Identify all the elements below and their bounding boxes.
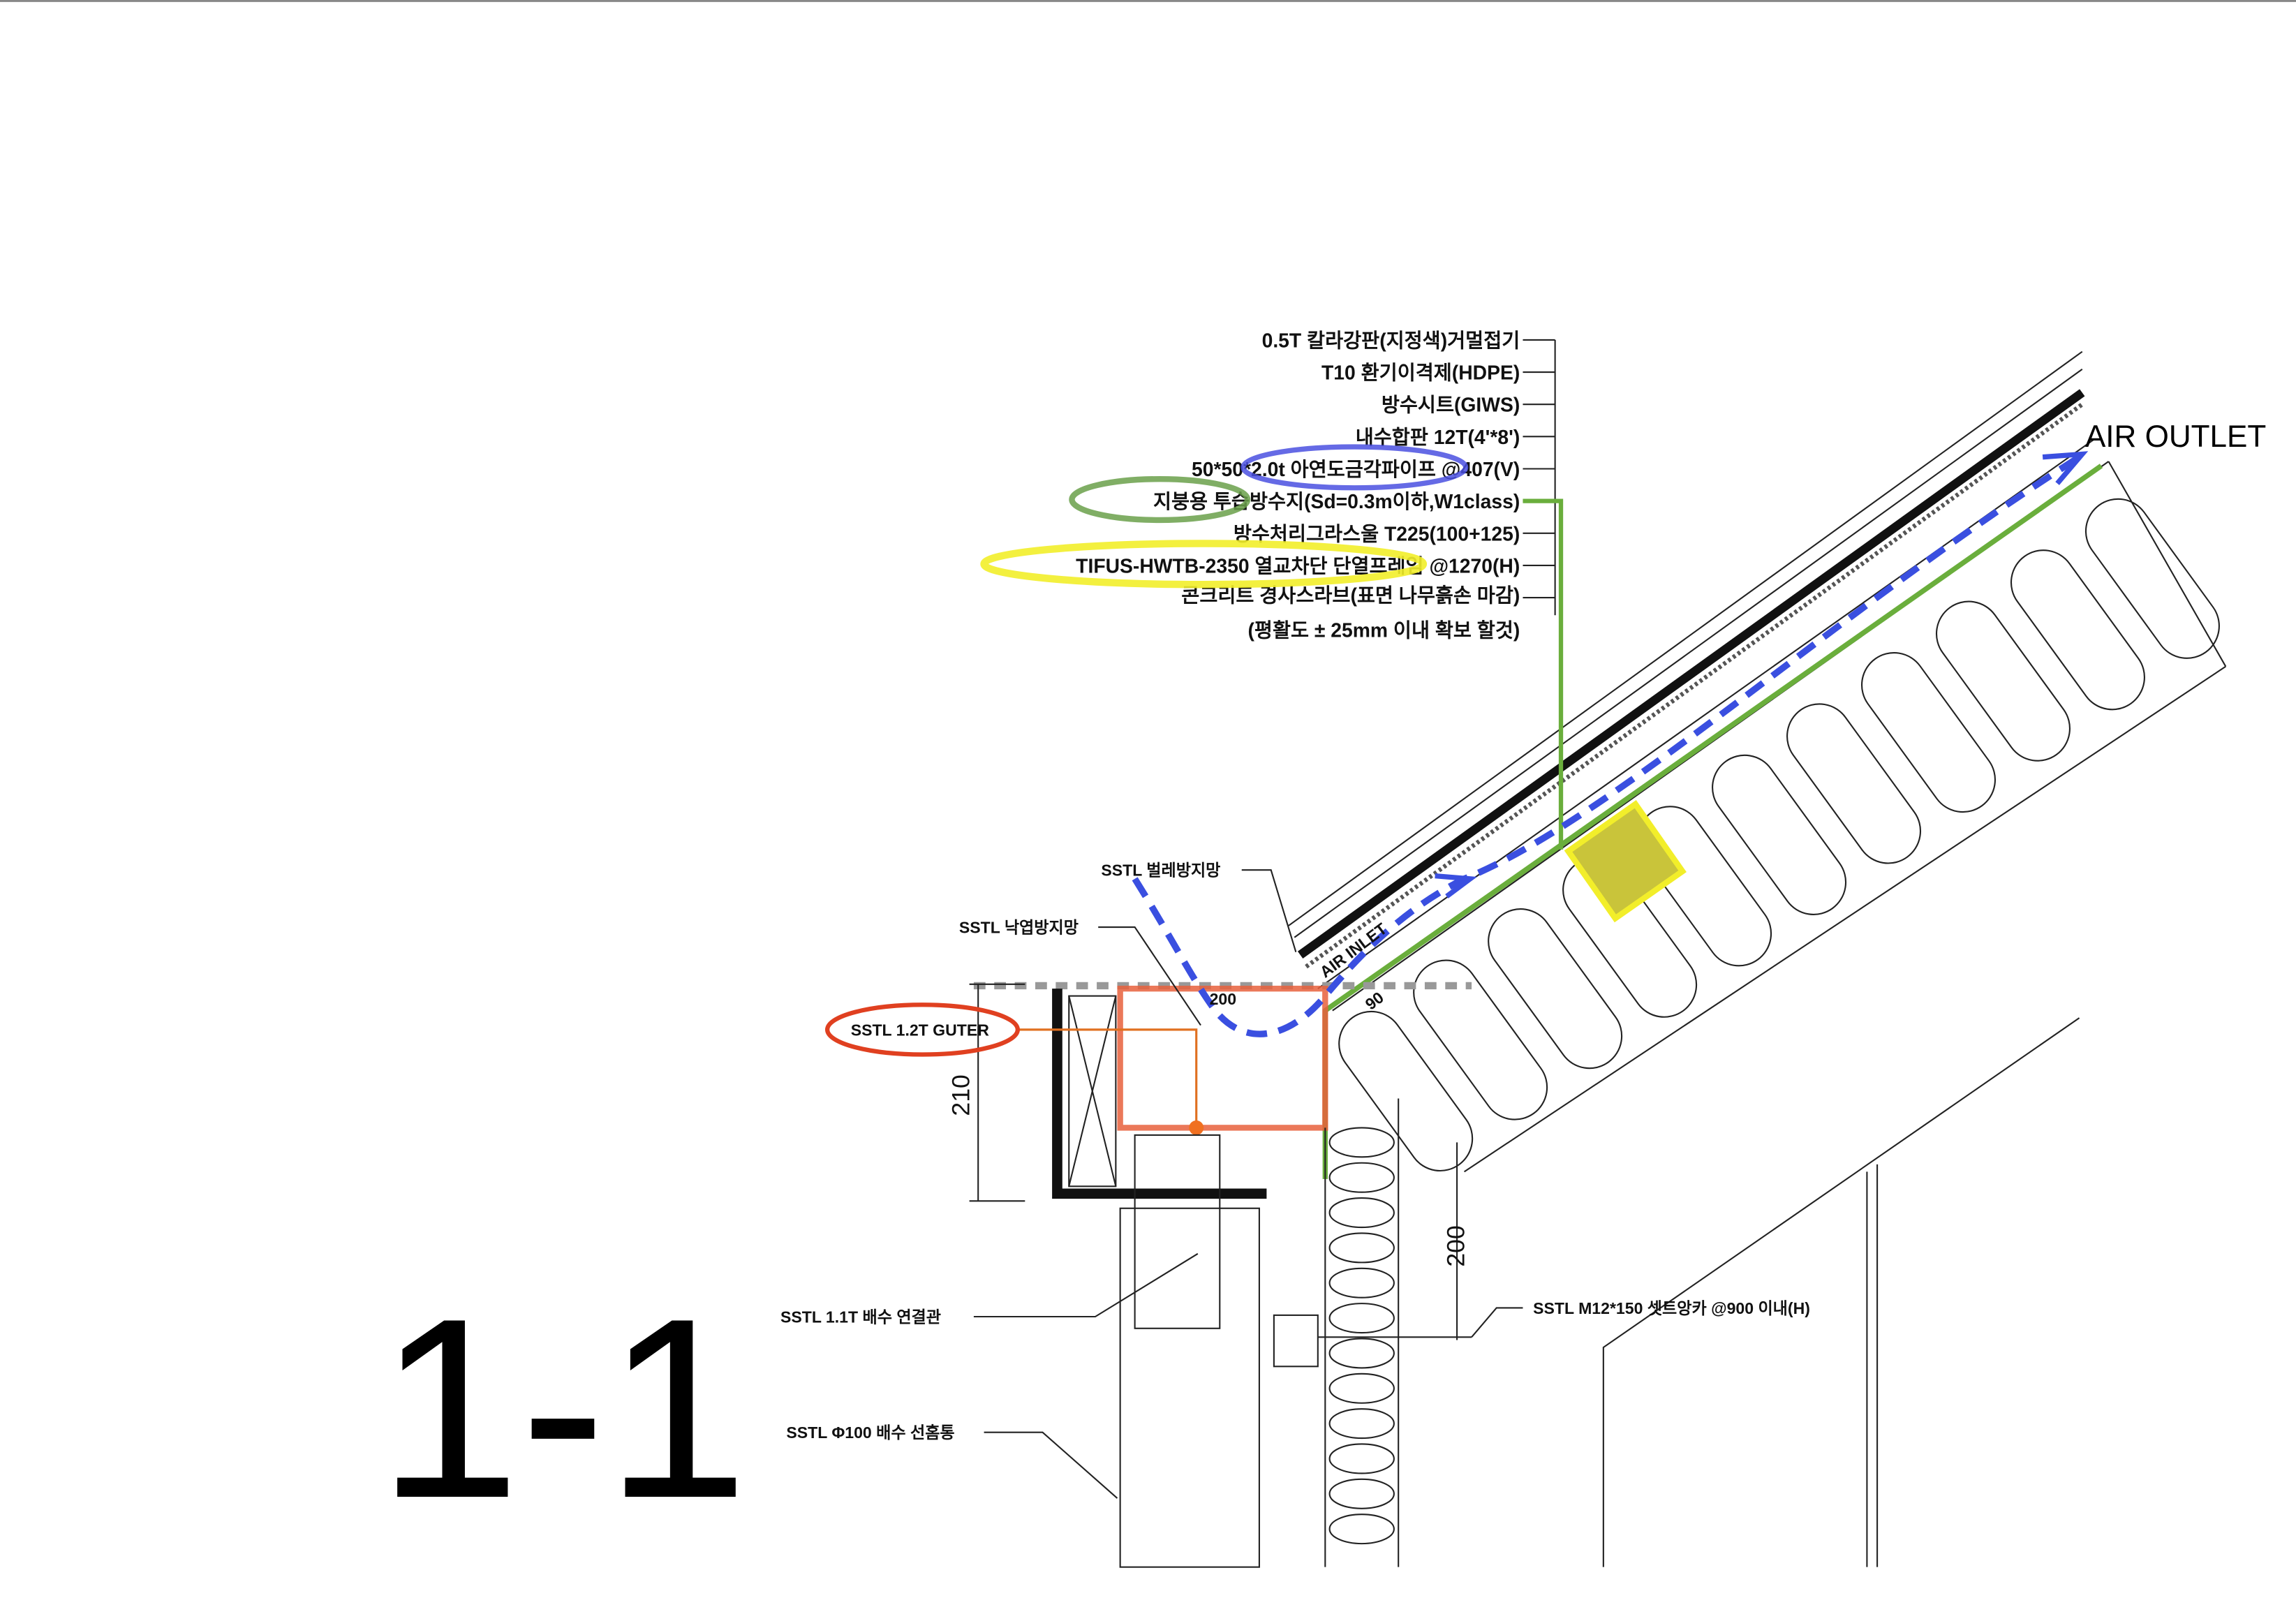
wall-insulation [1328, 1162, 1395, 1193]
membrane-highlight [1069, 475, 1251, 524]
wall-insulation [1328, 1267, 1395, 1299]
insulation-batt [1637, 806, 1772, 967]
dim-gutter-top: 200 [1210, 990, 1236, 1008]
wall-insulation [1328, 1443, 1395, 1474]
insulation-batt [1413, 959, 1548, 1120]
label-drain-connector: SSTL 1.1T 배수 연결관 [780, 1308, 941, 1326]
membrane-leader [1523, 498, 1564, 850]
insulation-batt [2010, 549, 2145, 711]
frame-highlight [980, 540, 1428, 589]
wall-insulation [1328, 1338, 1395, 1369]
arrow-icon [1435, 873, 1477, 898]
label-membrane: 지붕용 투습방수지(Sd=0.3m이하,W1class) [1153, 490, 1520, 512]
insulation-batt [1712, 754, 1847, 915]
wall-insulation [1328, 1303, 1395, 1334]
wall-insulation [1328, 1478, 1395, 1509]
pipe-highlight [1240, 444, 1469, 491]
wall-insulation [1328, 1127, 1395, 1158]
insulation-batt [1786, 703, 1922, 864]
insulation-batt [2084, 498, 2220, 659]
label-insect-screen: SSTL 벌레방지망 [1101, 861, 1220, 880]
label-leaders [1523, 339, 1556, 616]
insulation-batt [1860, 651, 1997, 813]
insulation-batt [1338, 1010, 1474, 1172]
label-downpipe: SSTL Φ100 배수 선홈통 [786, 1423, 954, 1442]
wall-insulation [1328, 1373, 1395, 1404]
label-waterproof-sheet: 방수시트(GIWS) [1382, 394, 1520, 416]
label-leaf-screen: SSTL 낙엽방지망 [959, 918, 1079, 936]
section-title: 1-1 [378, 1265, 748, 1551]
wall-insulation [1328, 1408, 1395, 1440]
dim-200: 200 [1442, 1225, 1470, 1266]
label-plywood: 내수합판 12T(4'*8') [1356, 426, 1520, 448]
gutter-outline [1117, 985, 1328, 1131]
wall-insulation [1328, 1232, 1395, 1264]
label-glasswool: 방수처리그라스울 T225(100+125) [1234, 522, 1520, 545]
air-outlet-label: AIR OUTLET [2085, 420, 2266, 454]
gutter-structure [969, 982, 1472, 1568]
label-thermal-frame: TIFUS-HWTB-2350 열교차단 단열프레임 @1270(H) [1076, 554, 1520, 577]
thermal-frame [1564, 800, 1687, 923]
insulation-batt [1488, 908, 1623, 1070]
label-spacer: T10 환기이격제(HDPE) [1321, 362, 1520, 384]
label-roof-panel: 0.5T 칼라강판(지정색)거멀접기 [1262, 329, 1520, 351]
label-anchor: SSTL M12*150 셋트앙카 @900 이내(H) [1533, 1299, 1810, 1317]
insulation-batt [1935, 600, 2071, 762]
arrow-icon [2042, 451, 2089, 485]
wall-insulation [1328, 1514, 1395, 1545]
airflow-path [1132, 454, 2082, 1037]
material-labels: 0.5T 칼라강판(지정색)거멀접기 T10 환기이격제(HDPE) 방수시트(… [1076, 329, 1520, 641]
dim-210: 210 [947, 1074, 975, 1116]
label-flatness-note: (평활도 ± 25mm 이내 확보 할것) [1248, 619, 1520, 642]
building-outline [1602, 1017, 2080, 1567]
label-gutter: SSTL 1.2T GUTER [851, 1021, 990, 1039]
dim-inlet: 90 [1362, 988, 1387, 1013]
gutter-highlight [824, 1003, 1020, 1057]
wall-insulation [1328, 1197, 1395, 1229]
